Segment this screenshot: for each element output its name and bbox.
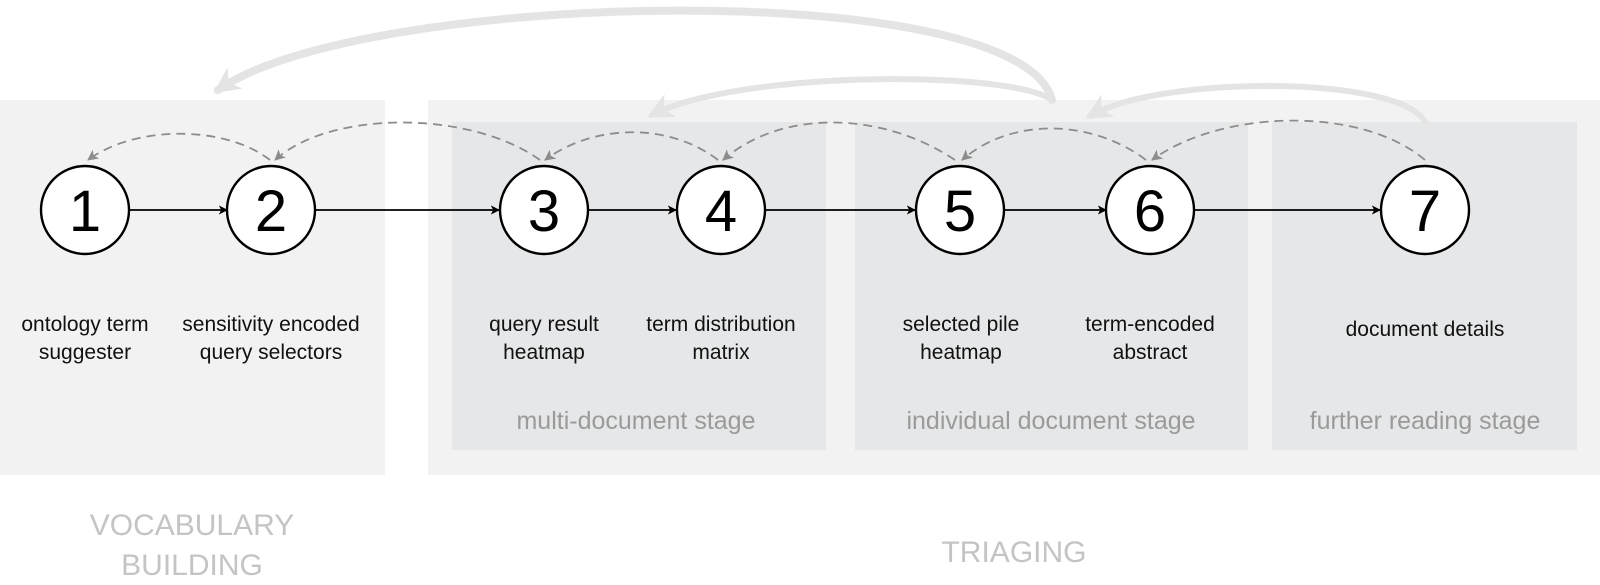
node-label-line: suggester — [39, 341, 131, 364]
node-circle — [39, 164, 131, 256]
dashed-arrow-3-to-2 — [274, 121, 541, 161]
node-3: 3 query result heatmap — [489, 164, 599, 364]
dashed-arrow-7-to-6 — [1151, 119, 1426, 161]
node-number: 5 — [944, 179, 976, 244]
node-7: 7 document details — [1346, 164, 1505, 341]
node-number: 3 — [528, 179, 560, 244]
stage-label-multi-document: multi-document stage — [516, 407, 755, 435]
node-circle — [1104, 164, 1196, 256]
node-label-line: heatmap — [503, 341, 585, 364]
node-label-line: document details — [1346, 318, 1505, 341]
node-1: 1 ontology term suggester — [21, 164, 149, 364]
node-label-line: query result — [489, 313, 599, 336]
individual-document-stage-panel — [855, 122, 1248, 450]
backtrack-solid-arrows — [213, 6, 1428, 125]
node-label-line: heatmap — [920, 341, 1002, 364]
node-label-line: matrix — [692, 341, 750, 364]
stage-labels: multi-document stage individual document… — [516, 407, 1540, 435]
node-circle — [675, 164, 767, 256]
node-circle — [498, 164, 590, 256]
backtrack-arrow-individual-to-multi — [647, 76, 1055, 118]
workflow-nodes: 1 ontology term suggester 2 sensitivity … — [21, 164, 1505, 364]
node-number: 6 — [1134, 179, 1166, 244]
phase-label-vocabulary-building: VOCABULARY — [90, 509, 295, 542]
node-label-line: query selectors — [200, 341, 342, 364]
node-label-line: term distribution — [646, 313, 795, 336]
dashed-arrow-4-to-3 — [544, 131, 719, 161]
node-2: 2 sensitivity encoded query selectors — [182, 164, 360, 364]
stage-label-individual-document: individual document stage — [906, 407, 1195, 435]
node-label-line: ontology term — [21, 313, 148, 336]
node-label-line: sensitivity encoded — [182, 313, 359, 336]
node-5: 5 selected pile heatmap — [903, 164, 1020, 364]
node-label-line: abstract — [1113, 341, 1188, 364]
backtrack-arrow-further-to-individual — [1085, 83, 1428, 125]
node-number: 1 — [69, 179, 101, 244]
node-4: 4 term distribution matrix — [646, 164, 796, 364]
node-circle — [914, 164, 1006, 256]
multi-document-stage-panel — [452, 122, 826, 450]
dashed-arrow-5-to-4 — [722, 121, 956, 161]
node-number: 4 — [705, 179, 737, 244]
node-number: 7 — [1409, 179, 1441, 244]
node-circle — [225, 164, 317, 256]
backtrack-arrow-triaging-to-vocabulary — [213, 6, 1056, 104]
node-number: 2 — [255, 179, 287, 244]
node-label-line: term-encoded — [1085, 313, 1215, 336]
stage-label-further-reading: further reading stage — [1310, 407, 1541, 435]
node-circle — [1379, 164, 1471, 256]
phase-labels: VOCABULARY BUILDING TRIAGING — [90, 509, 1087, 582]
phase-label-vocabulary-building: BUILDING — [121, 549, 263, 582]
backtrack-dashed-arrows — [87, 119, 1426, 161]
phase-label-triaging: TRIAGING — [941, 536, 1086, 569]
node-label-line: selected pile — [903, 313, 1020, 336]
dashed-arrow-2-to-1 — [87, 132, 271, 161]
node-6: 6 term-encoded abstract — [1085, 164, 1215, 364]
vocabulary-building-panel — [0, 100, 385, 475]
